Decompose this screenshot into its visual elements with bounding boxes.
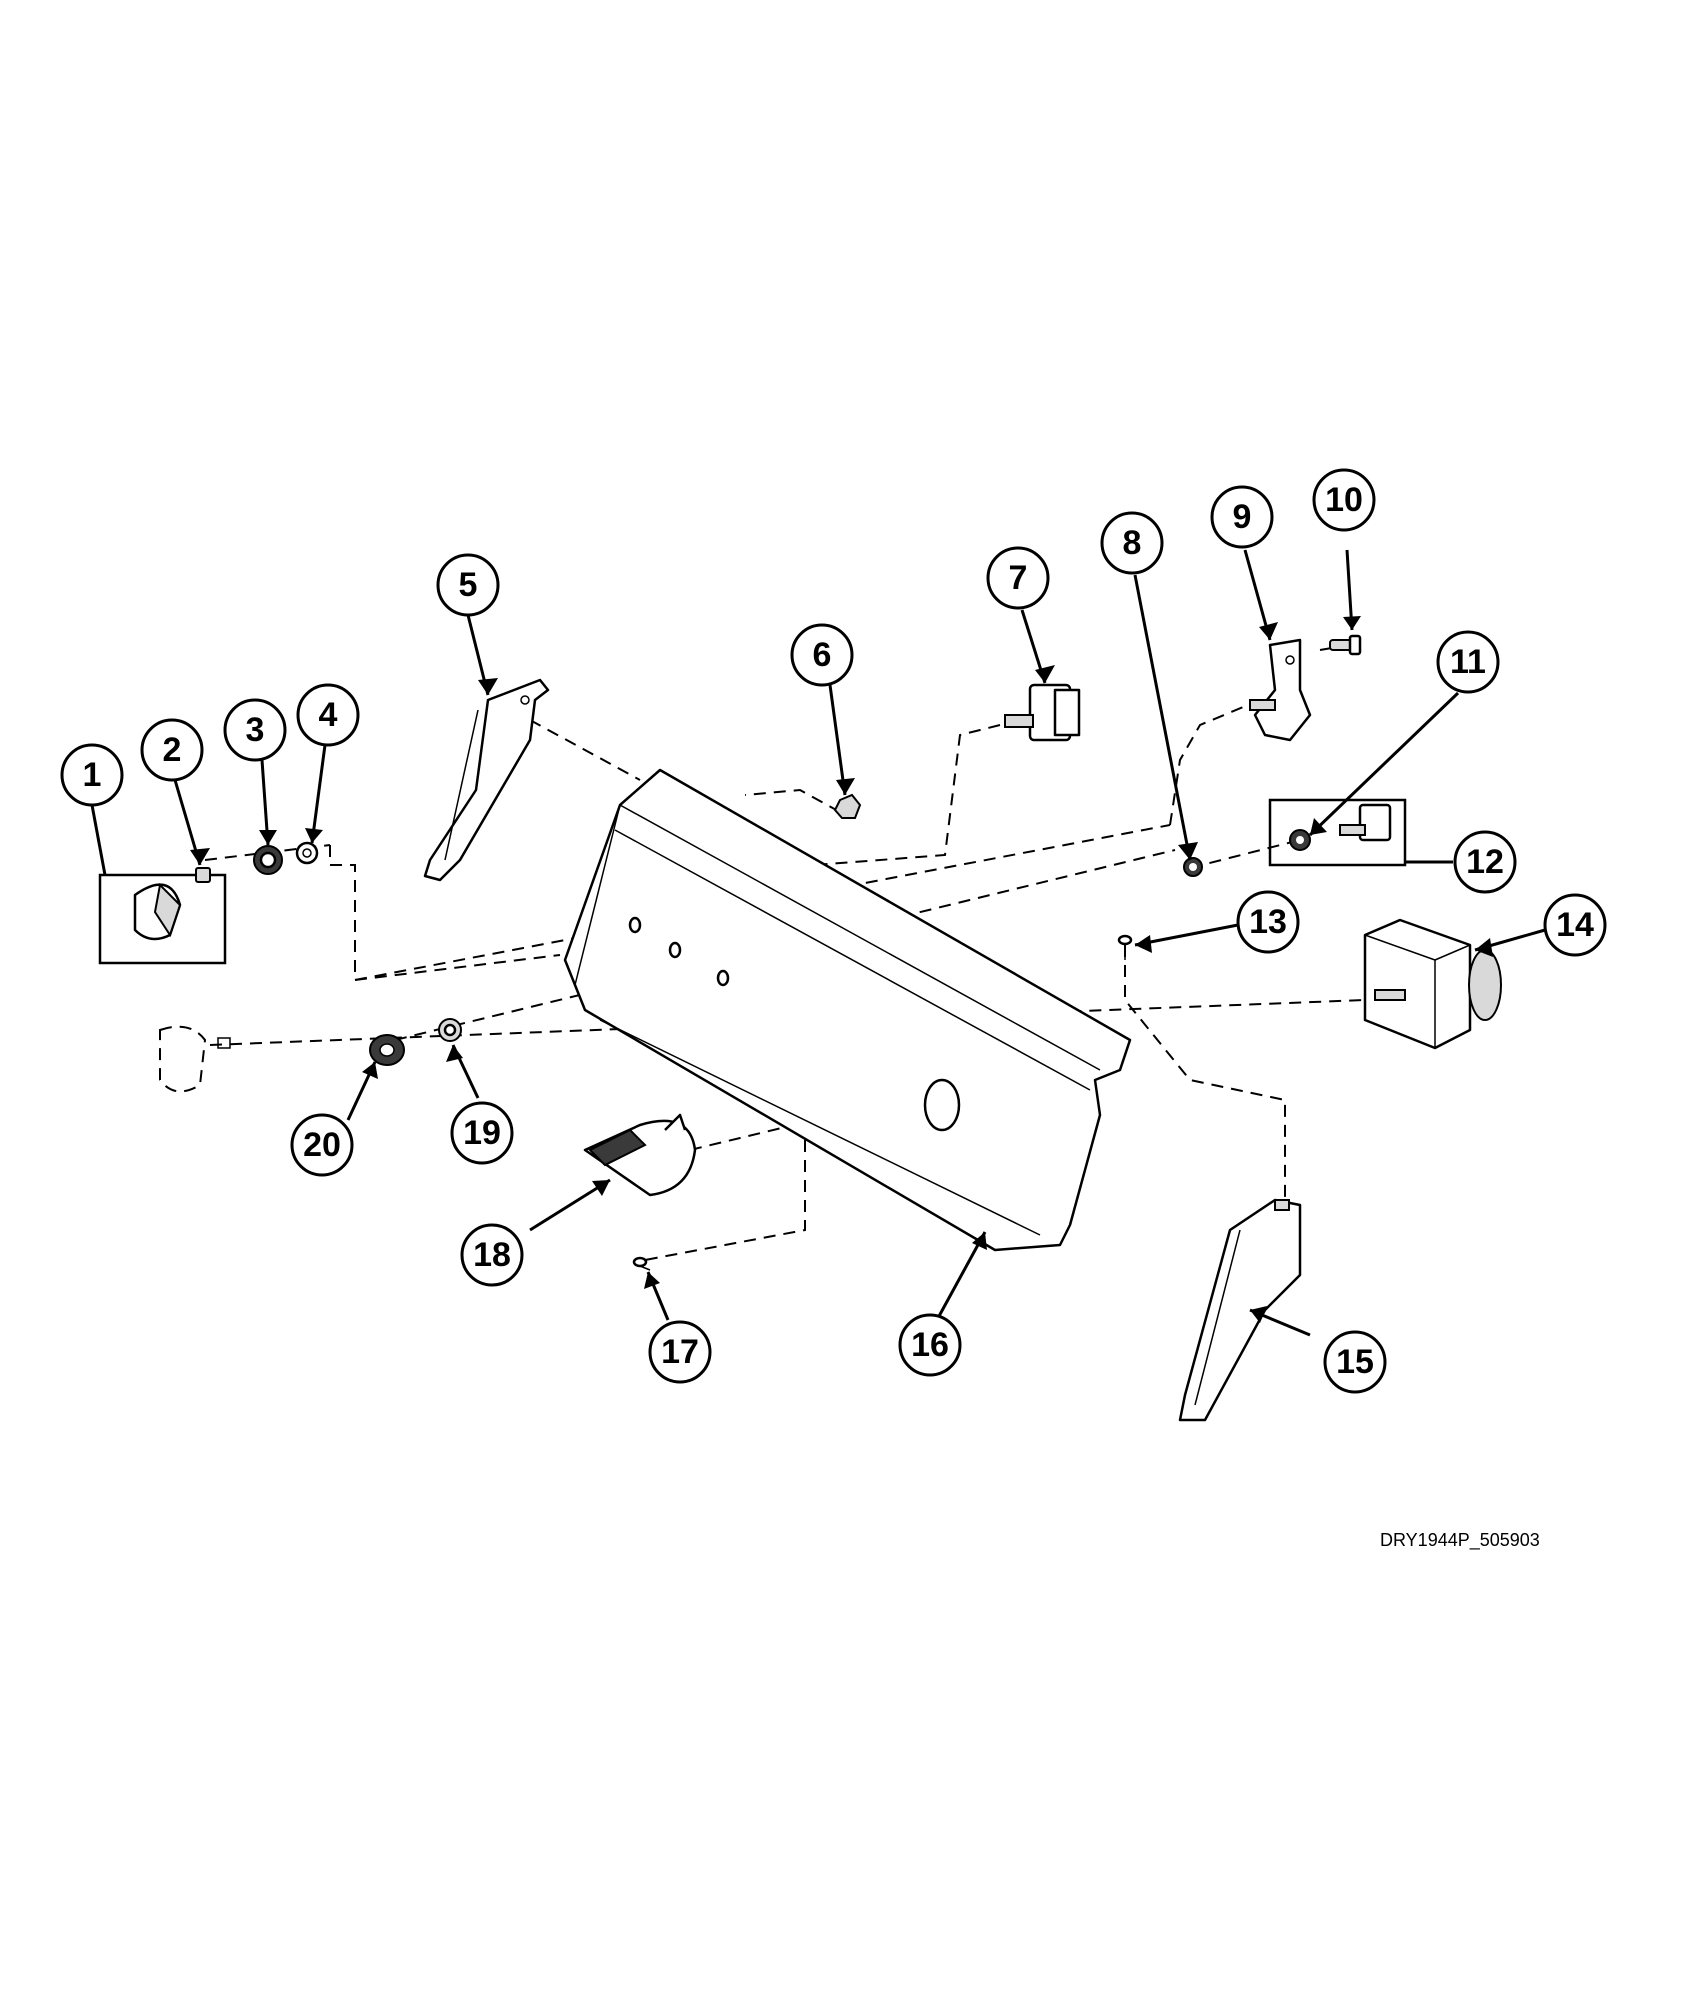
callout-7: 7 xyxy=(986,546,1050,610)
right-bracket-part-15 xyxy=(1178,1198,1302,1422)
nut-part-6 xyxy=(833,793,862,819)
bushing-part-3 xyxy=(253,845,283,875)
callout-label: 19 xyxy=(463,1114,501,1152)
callout-8: 8 xyxy=(1100,511,1164,575)
screw-part-13 xyxy=(1117,934,1133,960)
arrowheads xyxy=(190,616,1493,1323)
switch-assembly-part-12 xyxy=(1268,798,1407,867)
timer-part-14 xyxy=(1363,918,1502,1050)
callout-14: 14 xyxy=(1543,893,1607,957)
callout-label: 2 xyxy=(163,731,182,769)
bushing-part-19 xyxy=(438,1018,462,1042)
callout-label: 9 xyxy=(1233,498,1252,536)
callout-20: 20 xyxy=(290,1113,354,1177)
callout-label: 12 xyxy=(1466,843,1504,881)
bracket-part-9 xyxy=(1249,638,1312,742)
callout-label: 14 xyxy=(1556,906,1594,944)
callout-label: 4 xyxy=(319,696,338,734)
callout-15: 15 xyxy=(1323,1330,1387,1394)
callout-2: 2 xyxy=(140,718,204,782)
washer-part-8 xyxy=(1183,857,1203,877)
callout-13: 13 xyxy=(1236,890,1300,954)
callout-label: 16 xyxy=(911,1326,949,1364)
callout-label: 10 xyxy=(1325,481,1363,519)
callout-label: 18 xyxy=(473,1236,511,1274)
timer-knob-part-18 xyxy=(583,1113,697,1197)
callout-11: 11 xyxy=(1436,630,1500,694)
callout-16: 16 xyxy=(898,1313,962,1377)
callout-label: 17 xyxy=(661,1333,699,1371)
callout-6: 6 xyxy=(790,623,854,687)
knob-part-1 xyxy=(98,873,227,965)
callout-label: 6 xyxy=(813,636,832,674)
callout-label: 5 xyxy=(459,566,478,604)
callout-label: 11 xyxy=(1450,643,1486,681)
callout-4: 4 xyxy=(296,683,360,747)
callout-12: 12 xyxy=(1453,830,1517,894)
callout-19: 19 xyxy=(450,1101,514,1165)
screw-part-17 xyxy=(632,1256,651,1271)
callout-label: 3 xyxy=(246,711,265,749)
reference-knob-outline xyxy=(159,1025,231,1093)
callout-3: 3 xyxy=(223,698,287,762)
ring-part-4 xyxy=(295,841,319,865)
callout-label: 8 xyxy=(1123,524,1142,562)
drawing-code-label: DRY1944P_505903 xyxy=(1380,1530,1540,1550)
console-panel-part-16 xyxy=(563,768,1132,1252)
callout-10: 10 xyxy=(1312,468,1376,532)
callout-label: 15 xyxy=(1336,1343,1374,1381)
callout-9: 9 xyxy=(1210,485,1274,549)
callout-17: 17 xyxy=(648,1320,712,1384)
clip-part-2 xyxy=(195,867,211,883)
callout-label: 1 xyxy=(83,756,102,794)
callout-5: 5 xyxy=(436,553,500,617)
callout-18: 18 xyxy=(460,1223,524,1287)
callout-label: 7 xyxy=(1009,559,1028,597)
callout-1: 1 xyxy=(60,743,124,807)
screw-part-10 xyxy=(1329,634,1362,656)
switch-part-7 xyxy=(1004,683,1081,742)
callout-label: 20 xyxy=(303,1126,341,1164)
grommet-part-20 xyxy=(369,1034,405,1066)
left-bracket-part-5 xyxy=(423,678,550,882)
callout-label: 13 xyxy=(1249,903,1287,941)
